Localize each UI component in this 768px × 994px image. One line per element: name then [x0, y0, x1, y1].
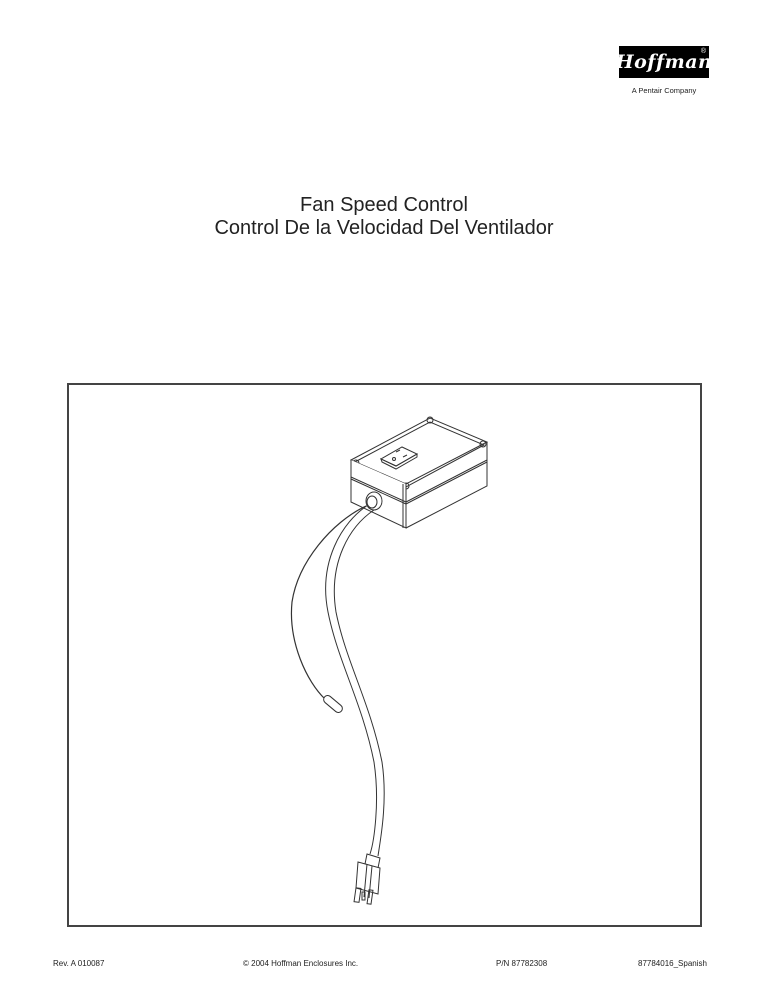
logo-brand: Hoffman	[615, 51, 713, 73]
footer-document-id: 87784016_Spanish	[638, 959, 707, 968]
figure-frame	[67, 383, 702, 927]
footer-revision: Rev. A 010087	[53, 959, 105, 968]
title-english: Fan Speed Control	[300, 194, 468, 216]
footer-copyright: © 2004 Hoffman Enclosures Inc.	[243, 959, 359, 968]
logo-tagline: A Pentair Company	[631, 86, 697, 95]
footer-part-number: P/N 87782308	[496, 959, 548, 968]
hoffman-logo: Hoffman ®	[616, 46, 712, 78]
registered-mark: ®	[700, 48, 706, 55]
title-spanish: Control De la Velocidad Del Ventilador	[214, 217, 554, 239]
fan-speed-control-illustration	[290, 416, 489, 905]
